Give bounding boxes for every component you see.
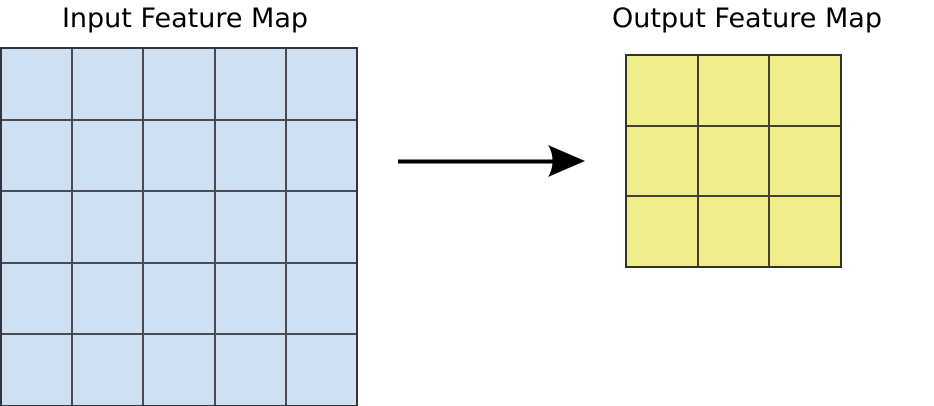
output-feature-map-grid bbox=[625, 54, 842, 268]
input-feature-map-title: Input Feature Map bbox=[61, 3, 309, 34]
input-cell bbox=[286, 263, 356, 334]
input-cell bbox=[2, 120, 72, 191]
input-cell bbox=[286, 120, 356, 191]
input-cell bbox=[73, 120, 143, 191]
input-cell bbox=[215, 263, 285, 334]
output-cell bbox=[770, 126, 840, 196]
input-cell bbox=[215, 120, 285, 191]
input-cell bbox=[286, 335, 356, 405]
input-cell bbox=[144, 335, 214, 405]
input-cell bbox=[286, 49, 356, 119]
input-cell bbox=[215, 192, 285, 262]
input-cell bbox=[144, 263, 214, 334]
output-cell bbox=[627, 197, 697, 266]
input-cell bbox=[73, 49, 143, 119]
output-cell bbox=[698, 126, 769, 196]
input-cell bbox=[286, 192, 356, 262]
output-cell bbox=[627, 126, 697, 196]
output-cell bbox=[770, 197, 840, 266]
input-cell bbox=[2, 263, 72, 334]
transformation-arrow bbox=[392, 130, 592, 192]
input-cell bbox=[73, 192, 143, 262]
input-cell bbox=[215, 335, 285, 405]
input-cell bbox=[2, 335, 72, 405]
input-cell bbox=[73, 335, 143, 405]
input-cell bbox=[2, 49, 72, 119]
output-cell bbox=[770, 56, 840, 125]
output-feature-map-title: Output Feature Map bbox=[612, 3, 882, 34]
input-cell bbox=[215, 49, 285, 119]
input-cell bbox=[144, 192, 214, 262]
input-cell bbox=[2, 192, 72, 262]
output-cell bbox=[627, 56, 697, 125]
output-cell bbox=[698, 56, 769, 125]
input-cell bbox=[144, 49, 214, 119]
input-cell bbox=[144, 120, 214, 191]
input-feature-map-grid bbox=[0, 47, 358, 406]
output-cell bbox=[698, 197, 769, 266]
input-cell bbox=[73, 263, 143, 334]
